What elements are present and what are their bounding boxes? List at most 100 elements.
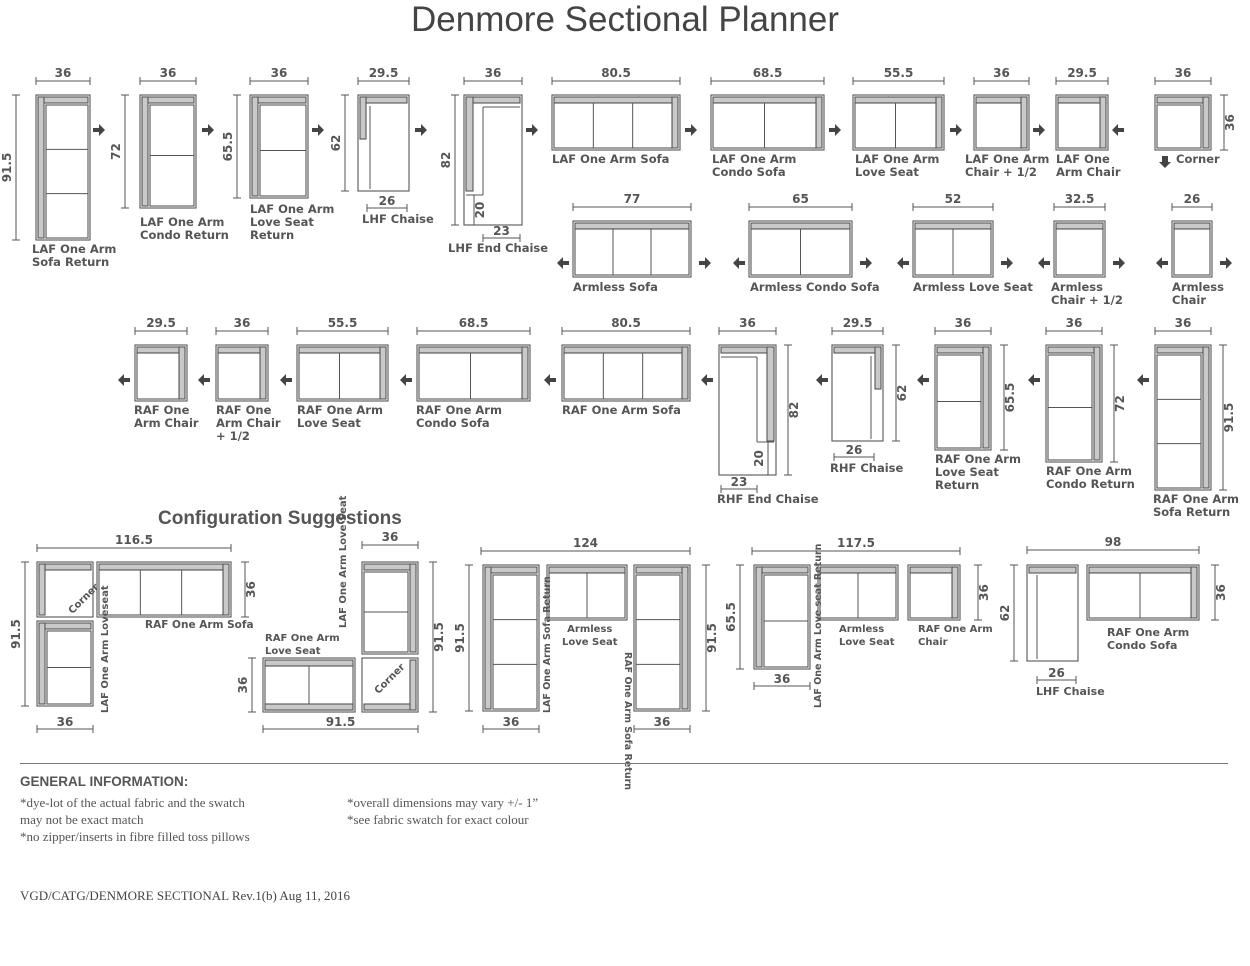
config-title: Configuration Suggestions bbox=[158, 508, 402, 529]
config1-width-value: 116.5 bbox=[115, 533, 153, 547]
arrow-icon bbox=[860, 257, 872, 269]
piece-raf-loveseat-arm bbox=[379, 346, 387, 400]
dim-raf-condo-return-d-value: 72 bbox=[1113, 395, 1127, 412]
config2-raf-loveseat-back bbox=[264, 659, 354, 667]
piece-corner-back bbox=[1156, 96, 1210, 104]
config1-piece-width-value: 36 bbox=[57, 715, 74, 729]
label-lhf-chaise: LHF Chaise bbox=[362, 212, 434, 226]
piece-laf-chair-arm bbox=[1099, 96, 1107, 149]
label-laf-chair-half: LAF One Arm Chair + 1/2 bbox=[965, 152, 1050, 179]
arrow-icon bbox=[1033, 124, 1045, 136]
dim-raf-sofa-return-d-value: 91.5 bbox=[1222, 403, 1236, 433]
dim-corner-w-value: 36 bbox=[1175, 66, 1192, 80]
piece-armless-sofa-seat bbox=[574, 228, 690, 276]
arrow-icon bbox=[280, 374, 292, 386]
config3-laf-return-arm bbox=[484, 566, 538, 574]
config1-loveseat-label: LAF One Arm Loveseat bbox=[100, 585, 111, 713]
piece-raf-chair-half-arm bbox=[259, 346, 267, 400]
config3-depth2-value: 91.5 bbox=[705, 623, 719, 653]
config3-pw2-value: 36 bbox=[654, 715, 671, 729]
piece-laf-chair-half-seat bbox=[975, 102, 1022, 149]
dim-lhf-chaise-w-value: 29.5 bbox=[369, 66, 399, 80]
dim-raf-ls-return-d-value: 65.5 bbox=[1003, 383, 1017, 413]
dim-raf-condo-sofa-value: 68.5 bbox=[459, 316, 489, 330]
config1-sofa-label: RAF One Arm Sofa bbox=[145, 619, 254, 631]
piece-raf-condo-sofa-back bbox=[418, 346, 529, 354]
config1-sofa-seat bbox=[98, 569, 224, 616]
piece-raf-chair-seat bbox=[136, 352, 180, 400]
piece-armless-chair-half-seat bbox=[1055, 228, 1104, 276]
config4-laf-return-back bbox=[755, 566, 763, 668]
config5-raf-label: RAF One Arm Condo Sofa bbox=[1107, 626, 1190, 652]
config1-piece-depth-value: 36 bbox=[244, 581, 258, 598]
label-raf-condo-return: RAF One Arm Condo Return bbox=[1046, 464, 1135, 491]
arrow-icon bbox=[829, 124, 841, 136]
label-armless-condo-sofa: Armless Condo Sofa bbox=[750, 280, 880, 294]
page-title: Denmore Sectional Planner bbox=[410, 0, 839, 39]
config2-corner-back bbox=[363, 703, 417, 711]
arrow-icon bbox=[1113, 257, 1125, 269]
piece-raf-chair-half-back bbox=[217, 346, 267, 354]
label-laf-sofa: LAF One Arm Sofa bbox=[552, 152, 670, 166]
config2-laf-loveseat-back bbox=[409, 563, 417, 653]
label-armless-chair-half: Armless Chair + 1/2 bbox=[1051, 280, 1123, 307]
piece-armless-chair-dim-value: 26 bbox=[1184, 192, 1201, 206]
dim-lhf-end-d-value: 82 bbox=[439, 152, 453, 169]
dim-laf-sofa-w-value: 80.5 bbox=[601, 66, 631, 80]
config3-laf-return-seat bbox=[492, 574, 538, 710]
piece-laf-sofa-return-back bbox=[37, 96, 45, 239]
config1-corner bbox=[36, 561, 94, 618]
label-laf-condo-return: LAF One Arm Condo Return bbox=[140, 215, 229, 242]
arrow-icon bbox=[950, 124, 962, 136]
piece-lhf-chaise-arm bbox=[359, 96, 408, 104]
config4-depth-value: 65.5 bbox=[724, 602, 738, 632]
label-laf-loveseat-return: LAF One Arm Love Seat Return bbox=[250, 202, 335, 242]
config1-corner-back bbox=[38, 563, 92, 571]
piece-rhf-chaise-back bbox=[874, 346, 882, 390]
dim-raf-sofa-return-w-value: 36 bbox=[1175, 316, 1192, 330]
piece-raf-sofa-back bbox=[563, 346, 689, 354]
info-heading: GENERAL INFORMATION: bbox=[20, 774, 189, 789]
dim-corner-d-value: 36 bbox=[1223, 114, 1237, 131]
label-armless-sofa: Armless Sofa bbox=[573, 280, 658, 294]
piece-laf-loveseat-arm bbox=[935, 96, 943, 149]
piece-raf-sofa-return-seat bbox=[1156, 354, 1202, 489]
dim-lhf-end-seat-value: 23 bbox=[493, 224, 510, 238]
piece-laf-condo-return-arm bbox=[141, 96, 195, 104]
config5-condo-sofa-arm bbox=[1190, 566, 1198, 619]
label-raf-loveseat-return: RAF One Arm Love Seat Return bbox=[935, 452, 1021, 492]
config4-raf-chair-back bbox=[909, 566, 959, 574]
arrow-icon bbox=[1156, 257, 1168, 269]
config1-depth-value: 91.5 bbox=[9, 619, 23, 649]
config5-chaise bbox=[1026, 564, 1079, 662]
piece-corner-seat bbox=[1156, 104, 1202, 149]
dim-laf-chair-half-w-value: 36 bbox=[993, 66, 1010, 80]
dim-laf-condo-sofa-w-value: 68.5 bbox=[753, 66, 783, 80]
dim-laf-condo-d-value: 72 bbox=[109, 143, 123, 160]
config5-width-value: 98 bbox=[1105, 535, 1122, 549]
config2-laf-loveseat-arm bbox=[363, 563, 417, 571]
piece-corner-back2 bbox=[1202, 96, 1210, 149]
config3-laf-label: LAF One Arm Sofa Return bbox=[542, 576, 553, 713]
arrow-icon bbox=[544, 374, 556, 386]
dim-raf-chair-value: 29.5 bbox=[146, 316, 176, 330]
config3-raf-return-back bbox=[681, 566, 689, 710]
label-raf-condo-sofa: RAF One Arm Condo Sofa bbox=[416, 403, 502, 430]
config4-width-value: 117.5 bbox=[837, 536, 875, 550]
piece-armless-sofa-back bbox=[574, 222, 690, 230]
label-armless-loveseat: Armless Love Seat bbox=[913, 280, 1033, 294]
dim-laf-ls-w-value: 36 bbox=[271, 66, 288, 80]
piece-raf-condo-sofa-arm bbox=[521, 346, 529, 400]
piece-laf-condo-sofa-arm bbox=[815, 96, 823, 149]
piece-armless-chair-back bbox=[1173, 222, 1211, 230]
label-lhf-end-chaise: LHF End Chaise bbox=[448, 241, 549, 255]
revision-footer: VGD/CATG/DENMORE SECTIONAL Rev.1(b) Aug … bbox=[20, 888, 351, 903]
config4-depth2-value: 36 bbox=[977, 584, 991, 601]
label-laf-chair: LAF One Arm Chair bbox=[1056, 152, 1121, 179]
piece-armless-loveseat-back bbox=[914, 222, 992, 230]
piece-laf-loveseat-return-back bbox=[251, 96, 259, 197]
piece-laf-chair-back bbox=[1057, 96, 1107, 104]
dim-rhf-chaise-w-value: 29.5 bbox=[843, 316, 873, 330]
label-rhf-end-chaise: RHF End Chaise bbox=[717, 492, 819, 506]
dim-raf-ls-return-w-value: 36 bbox=[955, 316, 972, 330]
